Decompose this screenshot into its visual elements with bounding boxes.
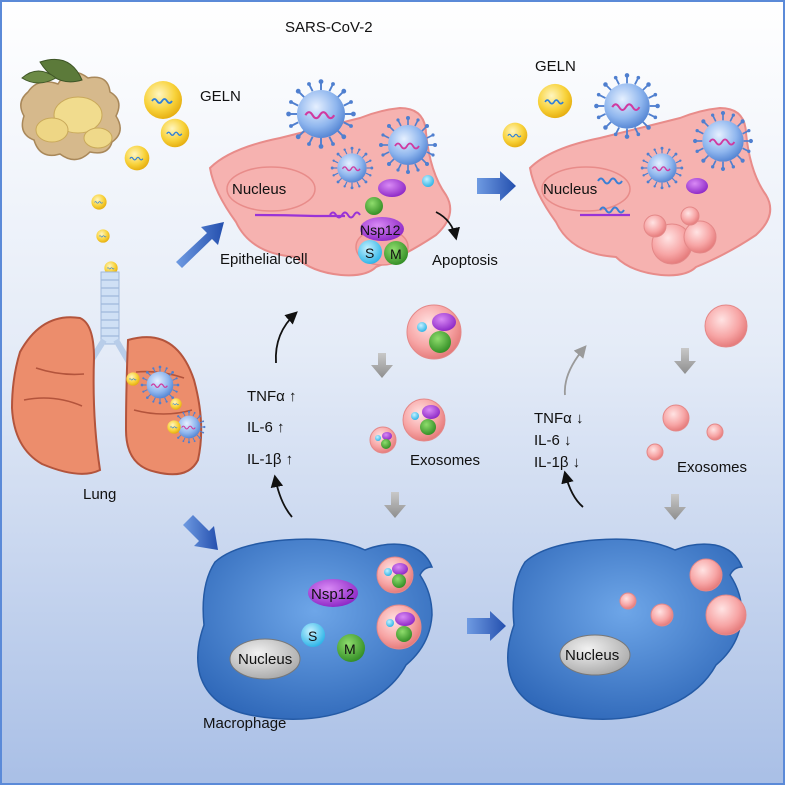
s-protein <box>358 240 382 264</box>
nsp12-protein-mac <box>308 579 358 607</box>
virus-particle <box>140 365 180 405</box>
geln-particle <box>91 194 107 210</box>
cytokine-down-tnf: TNFα ↓ <box>534 410 584 427</box>
m-label-epi: M <box>390 246 402 262</box>
cytokine-down-il6: IL-6 ↓ <box>534 432 572 449</box>
exosomes-label-left: Exosomes <box>410 452 480 469</box>
grey-arrow-down <box>674 348 696 374</box>
virus-particle <box>330 146 374 190</box>
s-label-epi: S <box>365 245 374 261</box>
macrophage-label: Macrophage <box>203 715 286 732</box>
virus-particle <box>692 110 754 172</box>
s-protein-small <box>422 175 434 187</box>
nsp12-label-mac: Nsp12 <box>311 586 354 603</box>
cytokine-up-il1b: IL-1β ↑ <box>247 451 293 468</box>
exosome-bud <box>683 220 717 254</box>
nsp12-protein <box>360 217 404 241</box>
geln-mirna-wave <box>599 206 625 214</box>
exosome-uptake-empty <box>705 594 747 636</box>
grey-arrow-down <box>371 353 393 378</box>
nsp12-protein-small <box>686 178 708 194</box>
geln-particle <box>537 83 573 119</box>
lung-illustration <box>10 271 203 476</box>
exosome-uptake-empty <box>619 592 637 610</box>
sars-cov-2-label: SARS-CoV-2 <box>285 19 373 36</box>
exosome-empty <box>646 443 664 461</box>
geln-particle <box>502 122 528 148</box>
geln-label-left: GELN <box>200 88 241 105</box>
exosome-uptake <box>376 604 422 650</box>
nucleus-label-mac-left: Nucleus <box>238 651 292 668</box>
nucleus-label-epi-left: Nucleus <box>232 181 286 198</box>
nucleus-epithelial-left <box>226 166 316 212</box>
virus-particle <box>285 78 357 150</box>
s-label-mac: S <box>308 628 317 644</box>
flow-arrow-macrophage-treatment <box>467 611 506 641</box>
m-label-mac: M <box>344 641 356 657</box>
exosome-uptake-empty <box>689 558 723 592</box>
m-protein-small <box>365 197 383 215</box>
grey-arrow-down <box>664 494 686 520</box>
virus-particle <box>593 72 661 140</box>
feedback-arrow-from-macrophage-treated <box>561 470 584 508</box>
feedback-arrow-from-macrophage <box>270 474 293 518</box>
exosome-empty <box>662 404 690 432</box>
virus-particle <box>378 115 438 175</box>
geln-particle <box>126 372 140 386</box>
m-protein <box>384 241 408 265</box>
feedback-arrow-up-faded <box>563 345 587 396</box>
apoptosis-arrow <box>435 211 460 241</box>
exosome-bud <box>680 206 700 226</box>
epithelial-cell-label: Epithelial cell <box>220 251 308 268</box>
exosome-uptake-empty <box>650 603 674 627</box>
exosome-uptake <box>376 556 414 594</box>
lung-label: Lung <box>83 486 116 503</box>
flow-arrow-to-epithelial <box>176 222 224 268</box>
nucleus-macrophage-right <box>559 634 631 676</box>
s-protein-mac <box>301 623 325 647</box>
geln-particle <box>96 229 110 243</box>
flow-arrow-to-macrophage <box>183 515 218 550</box>
m-protein-mac <box>337 634 365 662</box>
nucleus-label-epi-right: Nucleus <box>543 181 597 198</box>
exosome-bud <box>643 214 667 238</box>
nucleus-epithelial-right <box>541 166 631 212</box>
geln-particle <box>167 420 181 434</box>
feedback-arrow-up <box>274 311 298 364</box>
nucleus-label-mac-right: Nucleus <box>565 647 619 664</box>
viral-rna-strand <box>254 213 345 218</box>
exosome-empty <box>706 423 724 441</box>
exosome-loaded-large <box>406 304 462 360</box>
cytokine-up-tnf: TNFα ↑ <box>247 388 297 405</box>
flow-arrow-treatment <box>477 171 516 201</box>
geln-particle <box>160 118 190 148</box>
exosome-loaded-small <box>369 426 397 454</box>
geln-label-right: GELN <box>535 58 576 75</box>
exosomes-label-right: Exosomes <box>677 459 747 476</box>
geln-particle <box>124 145 150 171</box>
nsp12-protein-small <box>378 179 406 197</box>
virus-particle <box>640 146 684 190</box>
exosome-empty-large <box>704 304 748 348</box>
nucleus-macrophage-left <box>229 638 301 680</box>
ginger-root-image <box>20 58 121 161</box>
exosome-loaded <box>402 398 446 442</box>
grey-arrow-down <box>384 492 406 518</box>
cytokine-down-il1b: IL-1β ↓ <box>534 454 580 471</box>
viral-rna-wave <box>329 211 361 219</box>
nsp12-label-epi: Nsp12 <box>360 222 401 238</box>
geln-particle <box>143 80 183 120</box>
geln-mirna-wave <box>597 177 623 185</box>
cytokine-up-il6: IL-6 ↑ <box>247 419 285 436</box>
apoptosis-label: Apoptosis <box>432 252 498 269</box>
geln-particle <box>170 398 182 410</box>
